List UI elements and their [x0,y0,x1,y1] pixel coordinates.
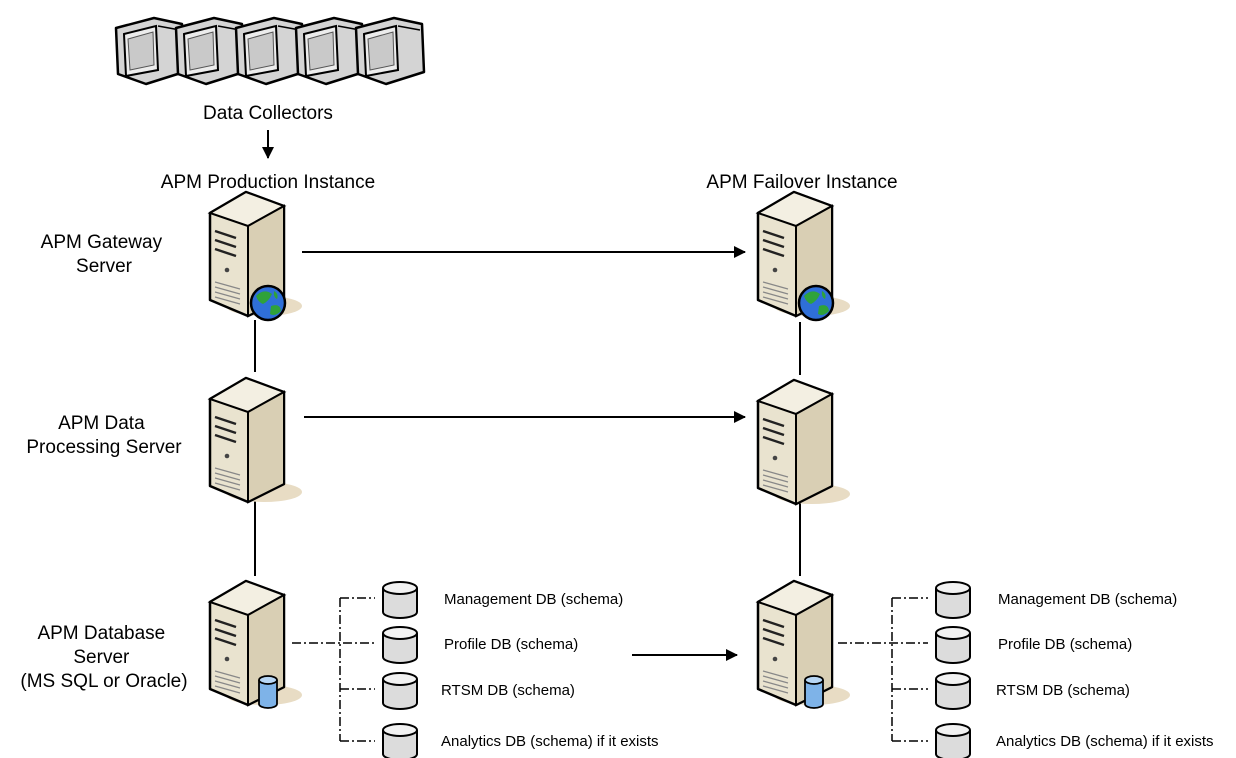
globe-icon [797,284,835,322]
production-instance-title: APM Production Instance [161,172,375,193]
server-tower-icon [756,378,852,506]
server-tower-icon [208,376,304,504]
monitor-icon [294,16,366,86]
database-cylinder-icon [804,675,824,709]
failover-db-label: Analytics DB (schema) if it exists [996,733,1214,750]
data-collectors [114,16,426,86]
monitor-icon [114,16,186,86]
data-collectors-label: Data Collectors [203,103,333,124]
database-cylinder-icon [382,626,418,664]
database-cylinder-icon [382,581,418,619]
server-tower-icon [208,579,304,707]
failover-instance-title: APM Failover Instance [706,172,897,193]
database-cylinder-icon [935,626,971,664]
database-server-label: APM Database Server (MS SQL or Oracle) [20,623,187,692]
globe-icon [249,284,287,322]
database-cylinder-icon [258,675,278,709]
prod-db-label: RTSM DB (schema) [441,682,575,699]
failover-db-label: Management DB (schema) [998,591,1177,608]
failover-db-label: RTSM DB (schema) [996,682,1130,699]
database-cylinder-icon [935,723,971,758]
data-processing-label: APM Data Processing Server [26,413,182,458]
monitor-icon [234,16,306,86]
prod-db-label: Analytics DB (schema) if it exists [441,733,659,750]
failover-db-label: Profile DB (schema) [998,636,1132,653]
server-tower-icon [756,579,852,707]
database-cylinder-icon [382,723,418,758]
database-cylinder-icon [935,672,971,710]
monitor-icon [174,16,246,86]
database-cylinder-icon [382,672,418,710]
prod-db-label: Management DB (schema) [444,591,623,608]
prod-schema-tree [292,597,375,742]
gateway-label: APM Gateway Server [41,232,168,277]
monitor-icon [354,16,426,86]
failover-schema-tree [838,597,928,742]
prod-db-label: Profile DB (schema) [444,636,578,653]
database-cylinder-icon [935,581,971,619]
